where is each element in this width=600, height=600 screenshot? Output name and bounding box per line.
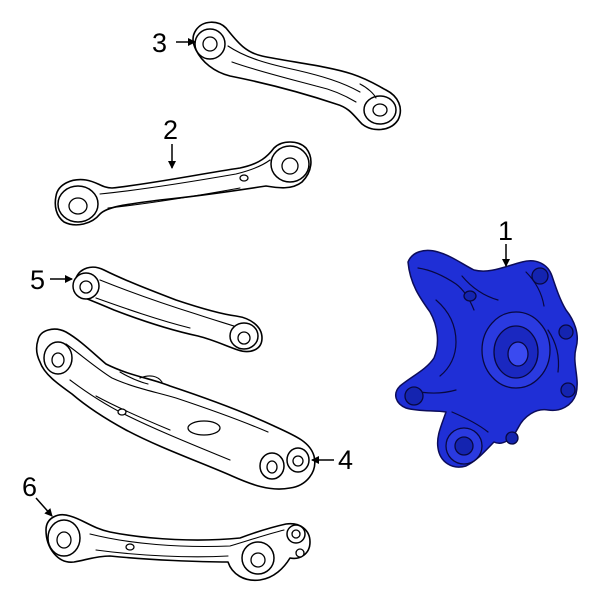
callout-4: 4 (338, 445, 353, 475)
callout-6: 6 (22, 472, 37, 502)
callout-1: 1 (498, 216, 513, 246)
leader-6 (35, 497, 53, 517)
leader-lines (35, 38, 510, 517)
lateral-link-part[interactable] (72, 266, 263, 353)
steering-knuckle-part[interactable] (395, 249, 578, 468)
upper-control-arm-part[interactable] (192, 21, 402, 131)
callout-3: 3 (152, 28, 167, 58)
lower-control-arm-part[interactable] (35, 328, 316, 490)
toe-link-part[interactable] (54, 141, 312, 226)
callout-2: 2 (163, 115, 178, 145)
callout-5: 5 (30, 265, 45, 295)
trailing-link-part[interactable] (45, 514, 311, 582)
